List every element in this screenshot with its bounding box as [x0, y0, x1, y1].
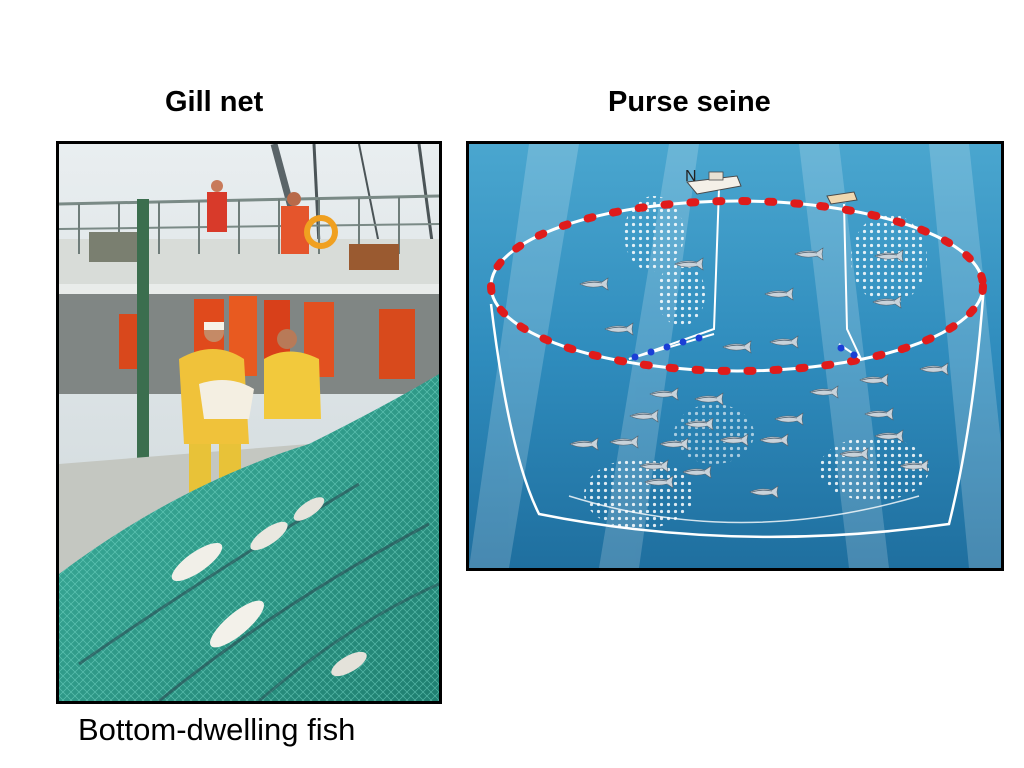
purse-seine-title: Purse seine: [608, 86, 771, 118]
fishermen: [179, 322, 321, 504]
seiner-boat: N: [685, 168, 742, 195]
purse-line-leads: [628, 333, 862, 361]
gill-net: [59, 374, 439, 701]
purse-seine-diagram: N: [466, 141, 1004, 571]
gill-net-caption: Bottom-dwelling fish: [78, 712, 356, 747]
gill-net-title: Gill net: [165, 86, 264, 118]
gill-net-illustration: [59, 144, 439, 701]
deck-post: [137, 199, 149, 519]
purse-seine-illustration: N: [469, 144, 1001, 568]
gill-net-photo: [56, 141, 442, 704]
net-walls: [489, 188, 986, 539]
lower-bulkhead: [59, 294, 439, 394]
net-marker-label: N: [685, 168, 697, 185]
skiff-boat: [826, 191, 858, 205]
floatline-corks: [487, 197, 987, 375]
